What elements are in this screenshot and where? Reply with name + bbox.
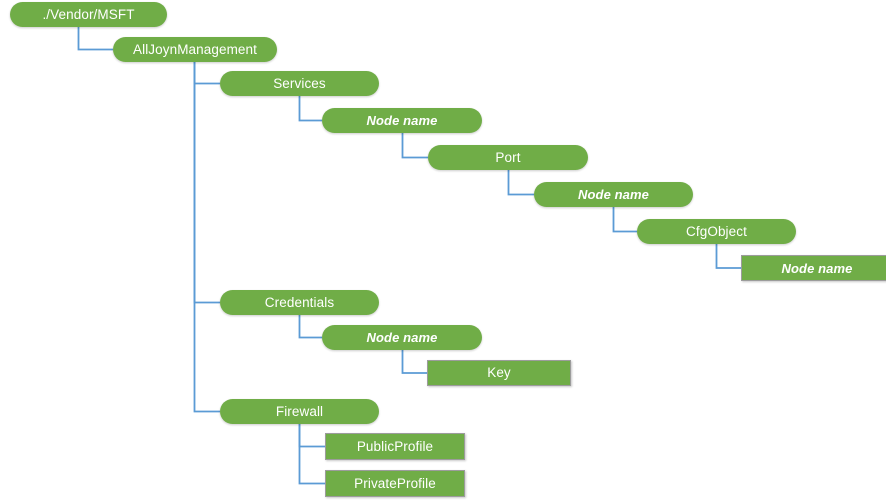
- node-privateprofile[interactable]: PrivateProfile: [325, 470, 465, 497]
- node-services-nodename[interactable]: Node name: [322, 108, 482, 133]
- node-firewall[interactable]: Firewall: [220, 399, 379, 424]
- connector-credentials-to-nodename: [298, 315, 322, 339]
- node-alljoynmanagement[interactable]: AllJoynManagement: [113, 37, 277, 62]
- connector-nodename-to-cfgobject: [612, 207, 637, 233]
- connector-vendor-to-alljoyn: [77, 27, 113, 51]
- node-vendor-msft[interactable]: ./Vendor/MSFT: [10, 2, 167, 27]
- connector-cfgobject-to-nodename: [715, 244, 741, 269]
- node-services[interactable]: Services: [220, 71, 379, 96]
- connector-firewall-to-publicprofile: [298, 424, 325, 448]
- node-key[interactable]: Key: [427, 360, 571, 386]
- connector-nodename-to-port: [401, 133, 428, 159]
- connector-alljoyn-trunk-to-firewall: [193, 62, 220, 413]
- node-credentials[interactable]: Credentials: [220, 290, 379, 315]
- node-port[interactable]: Port: [428, 145, 588, 170]
- connector-port-to-nodename: [507, 170, 534, 196]
- node-publicprofile[interactable]: PublicProfile: [325, 433, 465, 460]
- node-cfgobject-nodename[interactable]: Node name: [741, 255, 886, 281]
- connector-firewall-to-privateprofile: [298, 424, 325, 485]
- node-credentials-nodename[interactable]: Node name: [322, 325, 482, 350]
- connector-alljoyn-trunk-to-credentials: [193, 62, 220, 304]
- connector-alljoyn-trunk-to-services: [193, 62, 220, 85]
- connector-services-to-nodename: [298, 96, 322, 122]
- node-cfgobject[interactable]: CfgObject: [637, 219, 796, 244]
- node-port-nodename[interactable]: Node name: [534, 182, 693, 207]
